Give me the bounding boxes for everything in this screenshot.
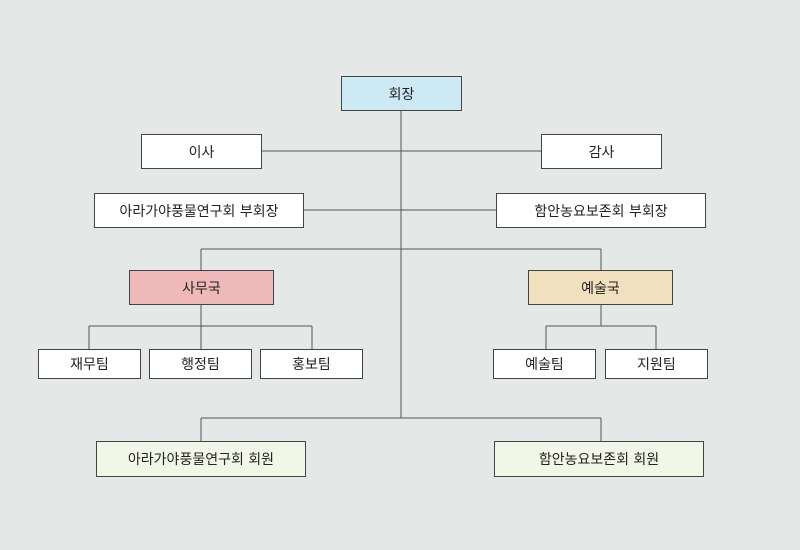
office-division-label: 사무국 xyxy=(182,280,221,297)
arts-team-box: 예술팀 xyxy=(493,349,596,379)
auditor-label: 감사 xyxy=(588,144,615,161)
pr-team-label: 홍보팀 xyxy=(292,357,331,373)
support-team-label: 지원팀 xyxy=(637,357,676,373)
arts-division-box: 예술국 xyxy=(528,270,673,305)
members-1-label: 아라가야풍물연구회 회원 xyxy=(127,452,275,468)
vice-president-1-label: 아라가야풍물연구회 부회장 xyxy=(119,203,279,220)
director-label: 이사 xyxy=(188,144,215,161)
auditor-box: 감사 xyxy=(541,134,662,169)
president-label: 회장 xyxy=(388,86,415,103)
arts-division-label: 예술국 xyxy=(581,280,620,297)
members-2-box: 함안농요보존회 회원 xyxy=(494,441,704,477)
support-team-box: 지원팀 xyxy=(605,349,708,379)
members-1-box: 아라가야풍물연구회 회원 xyxy=(96,441,306,477)
members-2-label: 함안농요보존회 회원 xyxy=(538,452,660,468)
office-division-box: 사무국 xyxy=(129,270,274,305)
pr-team-box: 홍보팀 xyxy=(260,349,363,379)
admin-team-label: 행정팀 xyxy=(181,357,220,373)
vice-president-2-label: 함안농요보존회 부회장 xyxy=(534,203,668,220)
vice-president-2-box: 함안농요보존회 부회장 xyxy=(496,193,706,228)
finance-team-label: 재무팀 xyxy=(70,357,109,373)
director-box: 이사 xyxy=(141,134,262,169)
admin-team-box: 행정팀 xyxy=(149,349,252,379)
arts-team-label: 예술팀 xyxy=(525,357,564,373)
president-box: 회장 xyxy=(341,76,462,111)
finance-team-box: 재무팀 xyxy=(38,349,141,379)
vice-president-1-box: 아라가야풍물연구회 부회장 xyxy=(94,193,304,228)
